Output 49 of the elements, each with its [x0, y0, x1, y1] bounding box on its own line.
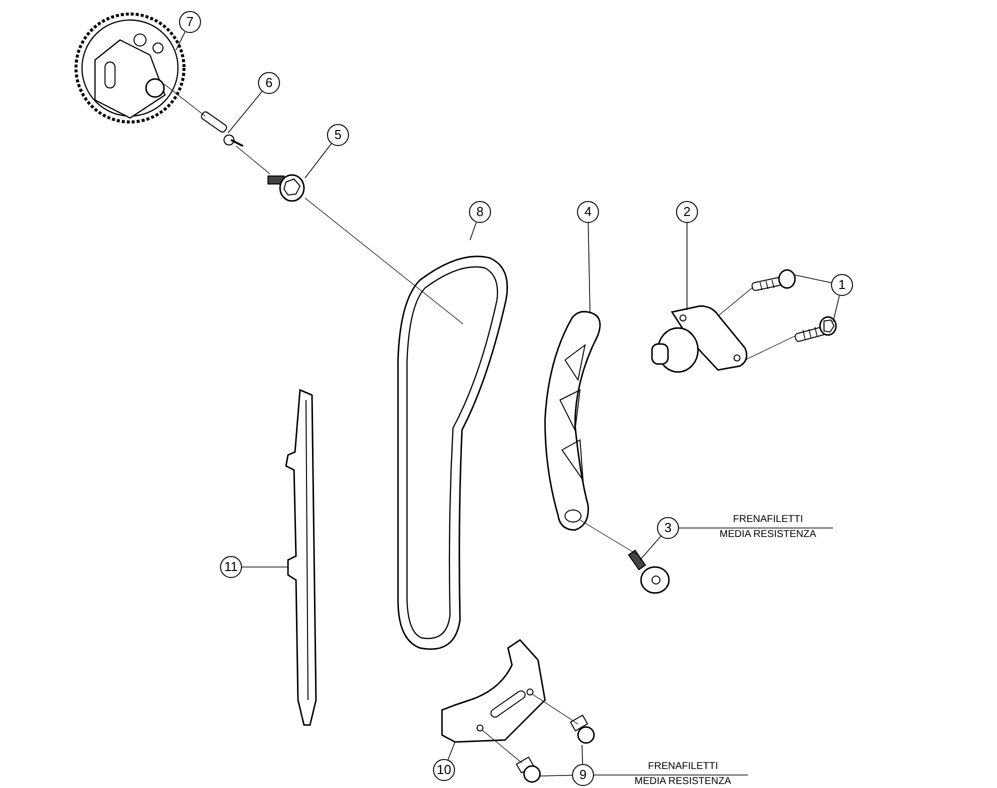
callout-number: 10 [433, 759, 455, 781]
assembly-line [482, 730, 522, 764]
leader-line [304, 143, 332, 178]
assembly-line [164, 84, 206, 116]
assembly-line [580, 520, 638, 556]
bracket-drawing [441, 639, 546, 743]
callout-number: 7 [179, 11, 201, 33]
note-text: FRENAFILETTI [733, 514, 804, 525]
chain-guide-drawing [544, 310, 601, 531]
callout-number: 9 [572, 764, 594, 786]
sprocket-drawing [74, 12, 186, 124]
leader-line [470, 222, 477, 240]
leader-line [588, 222, 590, 312]
bolt-drawing [516, 756, 541, 783]
leader-line [582, 744, 584, 764]
leader-line [242, 566, 288, 568]
assembly-line [532, 694, 578, 724]
timing-chain-drawing [397, 256, 508, 650]
callout-number: 6 [258, 72, 280, 94]
chain-tensioner-drawing [651, 305, 748, 373]
leader-line [228, 91, 262, 134]
bolt-drawing [268, 174, 305, 202]
bolt-drawing [794, 316, 837, 342]
leader-line [832, 295, 840, 322]
leader-line [686, 222, 688, 310]
assembly-line [718, 288, 752, 316]
leader-line [176, 31, 186, 50]
note-text: MEDIA RESISTENZA [720, 529, 816, 540]
note-text: FRENAFILETTI [648, 761, 718, 772]
leader-line [640, 536, 662, 560]
bolt-drawing [570, 714, 595, 744]
callout-number: 5 [327, 124, 349, 146]
bolt-drawing [628, 550, 670, 594]
callout-number: 2 [676, 201, 698, 223]
assembly-line [236, 146, 270, 174]
leader-line [540, 774, 572, 776]
chain-guide-drawing [285, 388, 317, 726]
assembly-line [744, 336, 796, 360]
leader-line [448, 742, 456, 760]
callout-number: 4 [577, 201, 599, 223]
assembly-line [304, 198, 464, 324]
callout-number: 3 [657, 517, 679, 539]
callout-number: 8 [469, 201, 491, 223]
callout-number: 11 [220, 556, 242, 578]
callout-number: 1 [831, 274, 853, 296]
pin-drawing [200, 110, 244, 147]
leader-line [794, 274, 832, 284]
bolt-drawing [751, 269, 796, 292]
note-text: MEDIA RESISTENZA [634, 776, 732, 787]
